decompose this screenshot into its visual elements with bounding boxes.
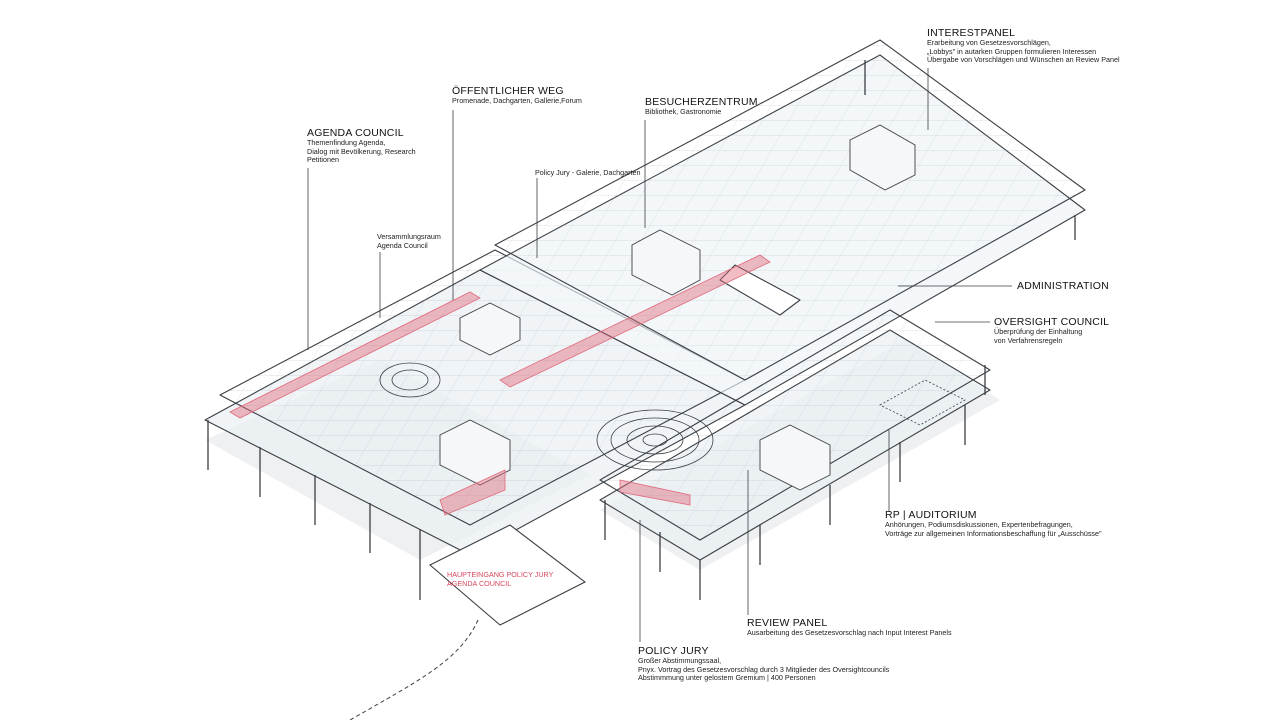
review-panel-line: Ausarbeitung des Gesetzesvorschlag nach … [747, 628, 952, 638]
oeffentlicher-weg-label: ÖFFENTLICHER WEG Promenade, Dachgarten, … [452, 85, 582, 106]
agenda-council-label: AGENDA COUNCIL Themenfindung Agenda, Dia… [307, 127, 416, 165]
haupteingang-line: AGENDA COUNCIL [447, 579, 512, 588]
interior-volumes [439, 124, 916, 491]
oeffentlicher-weg-title: ÖFFENTLICHER WEG [452, 85, 564, 97]
agenda-council-title: AGENDA COUNCIL [307, 127, 404, 139]
oversight-council-title: OVERSIGHT COUNCIL [994, 316, 1110, 328]
oeffentlicher-weg-line: Promenade, Dachgarten, Gallerie,Forum [452, 96, 582, 106]
agenda-council-hall [379, 362, 441, 398]
interestpanel-line: Übergabe von Vorschlägen und Wünschen an… [927, 55, 1120, 65]
upper-wing-roof [494, 39, 1086, 381]
oversight-council-label: OVERSIGHT COUNCIL Überprüfung der Einhal… [994, 316, 1109, 345]
building-volume [204, 39, 1086, 561]
policy-jury-galerie-line: Policy Jury - Galerie, Dachgarten [535, 168, 641, 177]
agenda-council-line: Dialog mit Bevölkerung, Research [307, 146, 416, 156]
rp-auditorium-line: Vorträge zur allgemeinen Informationsbes… [885, 528, 1102, 538]
policy-jury-label: POLICY JURY Großer Abstimmungssaal, Pnyx… [638, 645, 889, 683]
rp-auditorium-title: RP | AUDITORIUM [885, 509, 977, 521]
rp-auditorium-label: RP | AUDITORIUM Anhörungen, Podiumsdisku… [885, 509, 1102, 538]
interestpanel-label: INTERESTPANEL Erarbeitung von Gesetzesvo… [927, 27, 1120, 65]
besucherzentrum-line: Bibliothek, Gastronomie [645, 107, 722, 117]
administration-title: ADMINISTRATION [1017, 280, 1109, 292]
administration-label: ADMINISTRATION [1017, 280, 1109, 292]
agenda-council-line: Themenfindung Agenda, [307, 138, 386, 148]
policy-jury-line: Großer Abstimmungssaal, [638, 656, 722, 666]
policy-jury-line: Pnyx. Vortrag des Gesetzesvorschlag durc… [638, 664, 890, 674]
versammlungsraum-line: Agenda Council [377, 241, 428, 250]
policy-jury-line: Abstimmmung unter gelostem Gremium | 400… [638, 673, 816, 683]
auditorium-seating [879, 379, 966, 426]
leader-lines [307, 68, 1012, 642]
assembly-halls [379, 362, 966, 471]
public-path [229, 254, 771, 516]
interestpanel-title: INTERESTPANEL [927, 27, 1016, 39]
policy-jury-hall [596, 409, 714, 471]
courtyard-void [719, 264, 801, 316]
interestpanel-line: „Lobbys" in autarken Gruppen formulieren… [927, 46, 1097, 56]
oversight-council-line: von Verfahrensregeln [994, 335, 1063, 345]
policy-jury-galerie-label: Policy Jury - Galerie, Dachgarten [535, 168, 640, 177]
policy-jury-title: POLICY JURY [638, 645, 709, 657]
besucherzentrum-title: BESUCHERZENTRUM [645, 96, 758, 108]
versammlungsraum-label: Versammlungsraum Agenda Council [377, 232, 441, 250]
agenda-council-line: Petitionen [307, 155, 339, 165]
haupteingang-line: HAUPTEINGANG POLICY JURY [447, 570, 554, 579]
versammlungsraum-line: Versammlungsraum [377, 232, 441, 241]
right-wing-roof [599, 309, 991, 541]
rp-auditorium-line: Anhörungen, Podiumsdiskussionen, Experte… [885, 520, 1073, 530]
interestpanel-line: Erarbeitung von Gesetzesvorschlägen, [927, 38, 1051, 48]
besucherzentrum-label: BESUCHERZENTRUM Bibliothek, Gastronomie [645, 96, 758, 117]
review-panel-label: REVIEW PANEL Ausarbeitung des Gesetzesvo… [747, 617, 952, 638]
haupteingang-label: HAUPTEINGANG POLICY JURY AGENDA COUNCIL [447, 570, 553, 588]
entrance-plaza [349, 524, 587, 720]
oversight-council-line: Überprüfung der Einhaltung [994, 327, 1083, 337]
review-panel-title: REVIEW PANEL [747, 617, 828, 629]
